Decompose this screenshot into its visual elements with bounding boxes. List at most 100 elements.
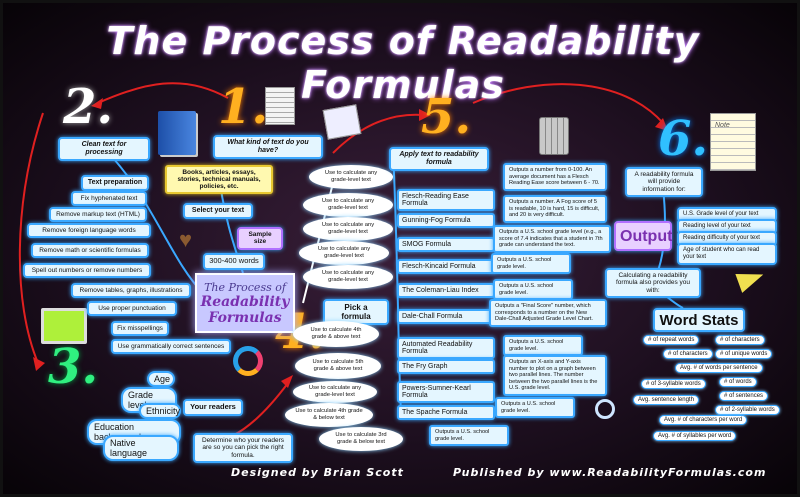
arrow-1-to-2	[97, 82, 229, 104]
word-stat-item: Avg. # of syllables per word	[653, 431, 737, 441]
step2-header: Clean text for processing	[58, 137, 150, 162]
document-icon	[265, 87, 295, 125]
step2-prep: Text preparation	[81, 175, 149, 192]
step-number-5: 5.	[421, 89, 472, 145]
word-stat-item: # of repeat words	[643, 335, 700, 345]
word-stat-item: # of 3-syllable words	[641, 379, 706, 389]
text-prep-item: Remove foreign language words	[27, 223, 151, 239]
formula-name: The Fry Graph	[397, 359, 495, 374]
heart-icon: ♥	[179, 227, 193, 252]
formula-name: Flesch-Kincaid Formula	[397, 259, 495, 274]
arrowhead-2	[91, 98, 103, 109]
step1-question: What kind of text do you have?	[213, 135, 323, 160]
branch-step2	[112, 157, 204, 294]
center-title-line3: Formulas	[208, 310, 282, 326]
word-stat-item: # of sentences	[719, 391, 769, 401]
step6-intro: A readability formula will provide infor…	[625, 167, 703, 198]
word-stat-item: # of 2-syllable words	[715, 405, 780, 415]
formula-output-description: Outputs a U.S. school grade level.	[429, 425, 509, 447]
formula-output-description: Outputs a U.S. school grade level (e.g.,…	[493, 225, 611, 253]
arrowhead-6	[655, 118, 668, 131]
formula-name: Flesch-Reading Ease Formula	[397, 189, 495, 211]
formula-name: Gunning-Fog Formula	[397, 213, 495, 228]
reader-attribute: Ethnicity	[139, 403, 181, 419]
formula-name: Automated Readability Formula	[397, 337, 495, 359]
text-prep-item: Remove tables, graphs, illustrations	[71, 283, 191, 299]
arrowhead-3	[33, 357, 45, 371]
step6-calc: Calculating a readability formula also p…	[605, 268, 701, 299]
formula-usage-bubble: Use to calculate any grade-level text	[303, 217, 393, 241]
formula-usage-bubble: Use to calculate any grade-level text	[303, 193, 393, 217]
step1-select-text: Select your text	[183, 203, 253, 220]
formula-usage-bubble: Use to calculate 4th grade & above text	[293, 321, 379, 347]
formula-name: The Spache Formula	[397, 405, 495, 420]
text-prep-item: Spell out numbers or remove numbers	[23, 263, 151, 279]
word-stat-item: # of characters	[663, 349, 713, 359]
formula-name: Powers-Sumner-Kearl Formula	[397, 381, 495, 403]
formula-usage-bubble: Use to calculate any grade-level text	[309, 165, 393, 189]
monitor-icon	[41, 308, 87, 344]
center-title-card: The Process of Readability Formulas	[195, 273, 295, 333]
notepad-icon: Note	[710, 113, 756, 171]
text-prep-item: Fix hyphenated text	[71, 191, 147, 207]
arrowhead-4	[281, 375, 293, 388]
arrow-2-to-3	[18, 112, 44, 364]
arrow-5-to-6	[472, 83, 664, 124]
arrowhead-5	[419, 109, 431, 121]
formula-output-description: Outputs an X-axis and Y-axis number to p…	[503, 355, 607, 396]
formula-output-description: Outputs a number from 0-100. An average …	[503, 163, 607, 191]
word-stat-item: Avg. # of words per sentence	[675, 363, 763, 373]
formula-usage-bubble: Use to calculate 5th grade & above text	[295, 353, 381, 379]
step-number-6: 6.	[658, 111, 709, 167]
formula-name: SMOG Formula	[397, 237, 495, 252]
word-stats-label: Word Stats	[653, 308, 745, 332]
step1-word-count: 300-400 words	[203, 253, 265, 270]
credit-publisher: Published by www.ReadabilityFormulas.com	[453, 466, 767, 479]
credit-designer: Designed by Brian Scott	[231, 466, 404, 479]
formula-output-description: Outputs a U.S. school grade level.	[495, 397, 575, 419]
output-item: Age of student who can read your text	[677, 243, 777, 265]
calculator-icon	[539, 117, 569, 155]
word-stat-item: # of words	[719, 377, 757, 387]
reader-attribute: Age	[147, 371, 175, 387]
arrow-1-to-5	[332, 113, 424, 154]
reader-attribute: Native language	[103, 435, 179, 461]
step1-text-types: Books, articles, essays, stories, techni…	[165, 165, 273, 194]
formula-output-description: Outputs a "Final Score" number, which co…	[489, 299, 607, 327]
step1-sample-size: Sample size	[237, 227, 283, 250]
step-number-2: 2.	[63, 79, 114, 135]
word-stat-item: Avg. sentence length	[633, 395, 699, 405]
formula-output-description: Outputs a U.S. school grade level.	[493, 279, 573, 301]
step3-note: Determine who your readers are so you ca…	[193, 433, 293, 464]
word-stat-item: Avg. # of characters per word	[659, 415, 748, 425]
notepad-label: Note	[715, 122, 730, 129]
step-number-3: 3.	[48, 339, 99, 395]
text-prep-item: Remove markup text (HTML)	[49, 207, 147, 223]
pen-paper-icon	[322, 104, 362, 140]
book-icon	[158, 111, 196, 155]
word-stat-item: # of characters	[715, 335, 765, 345]
formula-name: The Coleman-Liau Index	[397, 283, 495, 298]
formula-usage-bubble: Use to calculate any grade-level text	[303, 265, 393, 289]
formula-output-description: Outputs a U.S. school grade level.	[503, 335, 583, 357]
formula-output-description: Outputs a number. A Fog score of 5 is re…	[503, 195, 607, 223]
formula-usage-bubble: Use to calculate any grade-level text	[293, 381, 377, 403]
step3-your-readers: Your readers	[183, 399, 243, 416]
formula-output-description: Outputs a U.S. school grade level.	[491, 253, 571, 275]
text-prep-item: Fix misspellings	[111, 321, 169, 337]
cycle-arrows-icon	[233, 346, 263, 376]
center-title-line1: The Process of	[204, 281, 286, 294]
formula-usage-bubble: Use to calculate 3rd grade & below text	[319, 427, 403, 451]
output-label: Output	[614, 221, 672, 251]
word-stat-item: # of unique words	[715, 349, 773, 359]
page-title: The Process of Readability Formulas	[106, 19, 700, 107]
text-prep-item: Remove math or scientific formulas	[31, 243, 149, 259]
magnifier-icon	[595, 399, 615, 419]
step5-header: Apply text to readability formula	[389, 147, 489, 172]
formula-name: Dale-Chall Formula	[397, 309, 495, 324]
text-prep-item: Use proper punctuation	[87, 301, 177, 317]
step-number-1: 1.	[218, 79, 269, 135]
text-prep-item: Use grammatically correct sentences	[111, 339, 231, 355]
formula-usage-bubble: Use to calculate any grade-level text	[299, 241, 389, 265]
